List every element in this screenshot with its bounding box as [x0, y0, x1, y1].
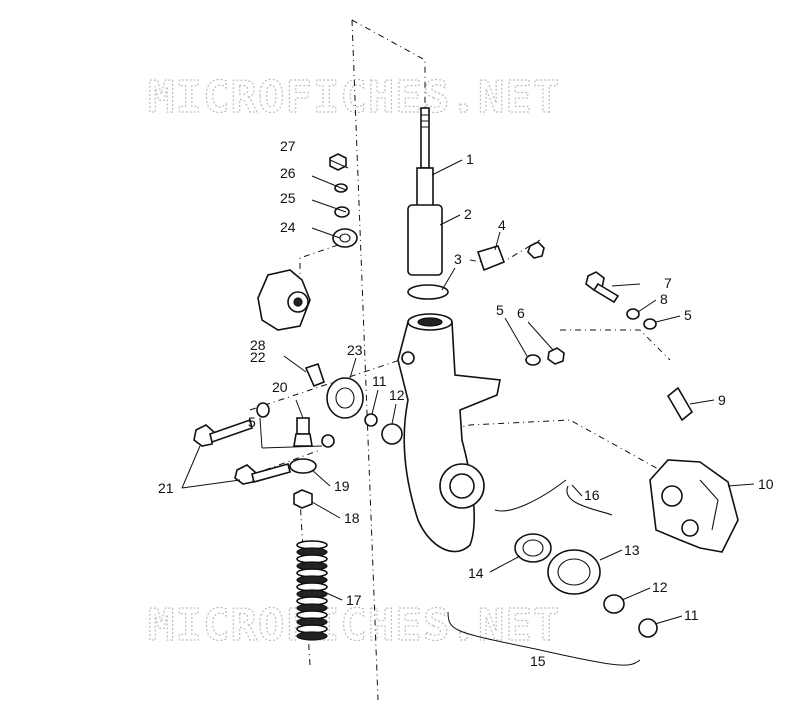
caliper-bolt [585, 271, 620, 304]
callout-5b: 5 [684, 307, 692, 323]
spring-seat [289, 458, 317, 474]
watermark-top: MICROFICHES.NET [148, 72, 560, 123]
callout-11a: 11 [372, 373, 387, 389]
callout-23: 23 [347, 342, 363, 358]
hex-nut [547, 347, 565, 365]
callout-labels: 1 2 3 4 5 6 7 8 5 9 10 5 28 22 23 11 12 … [158, 138, 774, 669]
callout-19: 19 [334, 478, 350, 494]
flat-washer-left [256, 402, 270, 418]
oil-seal [326, 377, 364, 419]
callout-5c: 5 [248, 414, 256, 430]
washer [525, 354, 541, 366]
brake-line [494, 479, 613, 516]
callout-1: 1 [466, 151, 474, 167]
pivot-stud [304, 362, 325, 388]
callout-17: 17 [346, 592, 362, 608]
callout-26: 26 [280, 165, 296, 181]
callout-18: 18 [344, 510, 360, 526]
callout-6: 6 [517, 305, 525, 321]
callout-15: 15 [530, 653, 546, 669]
spring-coil [296, 631, 328, 641]
callout-28: 28 [250, 337, 266, 353]
callout-21: 21 [158, 480, 174, 496]
small-race [381, 423, 403, 445]
small-bearing [364, 413, 378, 427]
top-nut [329, 153, 347, 171]
long-bolt [193, 418, 253, 447]
watermark-bottom: MICROFICHES.NET [148, 600, 560, 651]
callout-14: 14 [468, 565, 484, 581]
callout-9: 9 [718, 392, 726, 408]
assembly-bracket [447, 611, 641, 666]
flat-washer [643, 318, 657, 330]
bearing [603, 594, 625, 614]
short-bolt [234, 463, 291, 485]
callout-5a: 5 [496, 302, 504, 318]
callout-10: 10 [758, 476, 774, 492]
brake-caliper [649, 459, 739, 553]
grease-fitting [293, 417, 313, 447]
spindle-shaft [416, 107, 434, 209]
thrust-washer [407, 284, 449, 300]
callout-8: 8 [660, 291, 668, 307]
castle-nut [638, 618, 658, 638]
bracket-plate [476, 241, 545, 272]
washer-left [321, 434, 335, 448]
callout-16: 16 [584, 487, 600, 503]
callout-22: 22 [250, 349, 266, 365]
callout-24: 24 [280, 219, 296, 235]
callout-25: 25 [280, 190, 296, 206]
bushing-sleeve [407, 204, 443, 276]
bearing-race [547, 549, 601, 595]
brake-pad [666, 386, 694, 422]
callout-4: 4 [498, 217, 506, 233]
leader-lines [181, 159, 755, 625]
spindle-housing [397, 313, 501, 553]
callout-13: 13 [624, 542, 640, 558]
callout-12b: 12 [652, 579, 668, 595]
spring-nut [293, 489, 313, 509]
rubber-bushing [332, 228, 358, 248]
callout-7: 7 [664, 275, 672, 291]
upper-mount-bracket [257, 269, 311, 331]
coil-spring [296, 540, 328, 641]
lock-washer [626, 308, 640, 320]
callout-11b: 11 [684, 607, 699, 623]
callout-20: 20 [272, 379, 288, 395]
callout-3: 3 [454, 251, 462, 267]
callout-27: 27 [280, 138, 296, 154]
callout-12a: 12 [389, 387, 405, 403]
seal [514, 533, 552, 563]
callout-2: 2 [464, 206, 472, 222]
